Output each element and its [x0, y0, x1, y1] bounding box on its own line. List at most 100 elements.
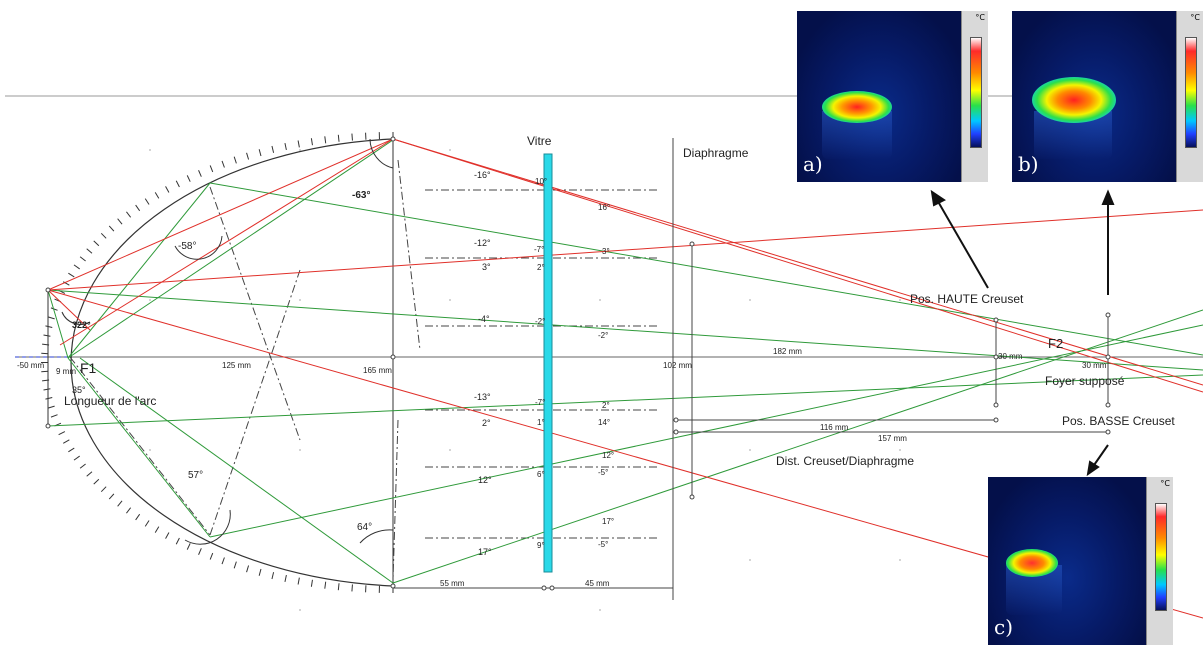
mirror-tick [108, 225, 115, 232]
angle-322: 322° [72, 320, 91, 330]
mirror-tick [175, 537, 180, 545]
exit-angle-neg5: -5° [598, 468, 608, 477]
vitre-angle-1: 1° [537, 418, 545, 427]
mirror-tick [47, 316, 55, 320]
mirror-tick [68, 447, 75, 453]
mirror-tick [284, 142, 287, 151]
angle-2: 2° [482, 418, 491, 428]
angle-3: 3° [482, 262, 491, 272]
angle-neg58: -58° [178, 241, 196, 252]
pos-basse-label: Pos. BASSE Creuset [1062, 414, 1175, 428]
exit-angle-12: 12° [602, 451, 614, 460]
dim-102: 102 mm [663, 361, 692, 370]
exit-angle-14: 14° [598, 418, 610, 427]
mirror-tick [165, 532, 170, 539]
mirror-tick [58, 431, 66, 436]
exit-angle-16: 16° [598, 203, 610, 212]
vitre-angle-9: 9° [537, 541, 545, 550]
dim-55: 55 mm [440, 579, 465, 588]
mirror-tick [62, 281, 70, 286]
vitre-angle-6: 6° [537, 470, 545, 479]
callout-arrows [930, 189, 1115, 477]
mirror-tick [297, 140, 300, 148]
mirror-tick [100, 232, 107, 239]
dim-neg50: -50 mm [17, 361, 44, 370]
mirror-tick [126, 211, 132, 218]
vitre-label: Vitre [527, 134, 552, 148]
mirror-tick [45, 396, 53, 400]
mirror-tick [144, 520, 150, 527]
longueur-arc-label: Longueur de l'arc [64, 394, 156, 408]
mirror-tick [198, 548, 202, 555]
thermal-label-c: c) [994, 615, 1014, 639]
angle-57: 57° [188, 470, 203, 481]
color-scale-c [1146, 477, 1173, 645]
dim-165: 165 mm [363, 366, 392, 375]
mirror-tick [73, 264, 80, 270]
vitre-angle-neg7a: -7° [534, 245, 544, 254]
mirror-tick [271, 572, 275, 580]
dim-30a: 30 mm [998, 352, 1023, 361]
mirror-tick [310, 138, 313, 146]
vitre-angle-neg2: -2° [535, 317, 545, 326]
mirror-tick [154, 192, 160, 199]
mirror-tick [165, 186, 170, 193]
mirror-tick [43, 388, 51, 391]
background-grid [149, 149, 901, 611]
angle-neg63: -63° [352, 190, 370, 201]
mirror-tick [50, 414, 58, 418]
mirror-tick [86, 471, 93, 477]
mirror-tick [86, 248, 93, 254]
exit-angle-neg2: -2° [598, 331, 608, 340]
unit-label-a: °C [975, 13, 985, 22]
dist-creuset-label: Dist. Creuset/Diaphragme [776, 454, 914, 468]
mirror-tick [68, 272, 75, 278]
crucible-markers [45, 136, 1111, 591]
mirror-tick [233, 561, 237, 569]
mirror-tick [337, 134, 340, 142]
mirror-tick [351, 133, 353, 141]
mirror-tick [117, 500, 123, 507]
dim-116: 116 mm [820, 423, 849, 432]
thermal-label-b: b) [1018, 152, 1039, 176]
mirror-tick [198, 170, 202, 177]
mirror-tick [258, 568, 262, 576]
mirror-tick [79, 256, 86, 262]
mirror-tick [233, 156, 237, 164]
mirror-tick [324, 136, 327, 144]
mirror-tick [126, 507, 132, 514]
mirror-tick [258, 149, 262, 157]
mirror-tick [310, 579, 313, 587]
thermal-image-b: °C b) [1012, 11, 1203, 182]
mirror-tick [246, 152, 250, 160]
f1-label: F1 [80, 360, 97, 376]
mirror-tick-marks [41, 132, 394, 593]
dim-45: 45 mm [585, 579, 610, 588]
angle-neg16: -16° [474, 170, 491, 180]
f2-label: F2 [1048, 336, 1063, 351]
mirror-tick [47, 405, 55, 409]
color-scale-b [1176, 11, 1203, 182]
unit-label-b: °C [1190, 13, 1200, 22]
vitre-angle-neg7b: -7° [535, 398, 545, 407]
mirror-tick [45, 325, 53, 329]
mirror-tick [186, 175, 191, 182]
mirror-tick [79, 463, 86, 469]
mirror-tick [209, 552, 214, 560]
mirror-tick [135, 513, 141, 521]
vitre-angle-10: 10° [535, 177, 547, 186]
angle-neg4: -4° [478, 314, 490, 324]
exit-angle-3: 3° [602, 247, 610, 256]
mirror-tick [209, 165, 214, 173]
exit-angle-neg5b: -5° [598, 540, 608, 549]
unit-label-c: °C [1160, 479, 1170, 488]
angle-neg13: -13° [474, 392, 491, 402]
mirror-tick [271, 145, 275, 153]
angle-neg12: -12° [474, 238, 491, 248]
mirror-tick [73, 455, 80, 461]
foyer-suppose-label: Foyer supposé [1045, 374, 1125, 388]
diaphragme-label: Diaphragme [683, 146, 749, 160]
mirror-tick [337, 583, 340, 591]
thermal-image-a: °C a) [797, 11, 988, 182]
